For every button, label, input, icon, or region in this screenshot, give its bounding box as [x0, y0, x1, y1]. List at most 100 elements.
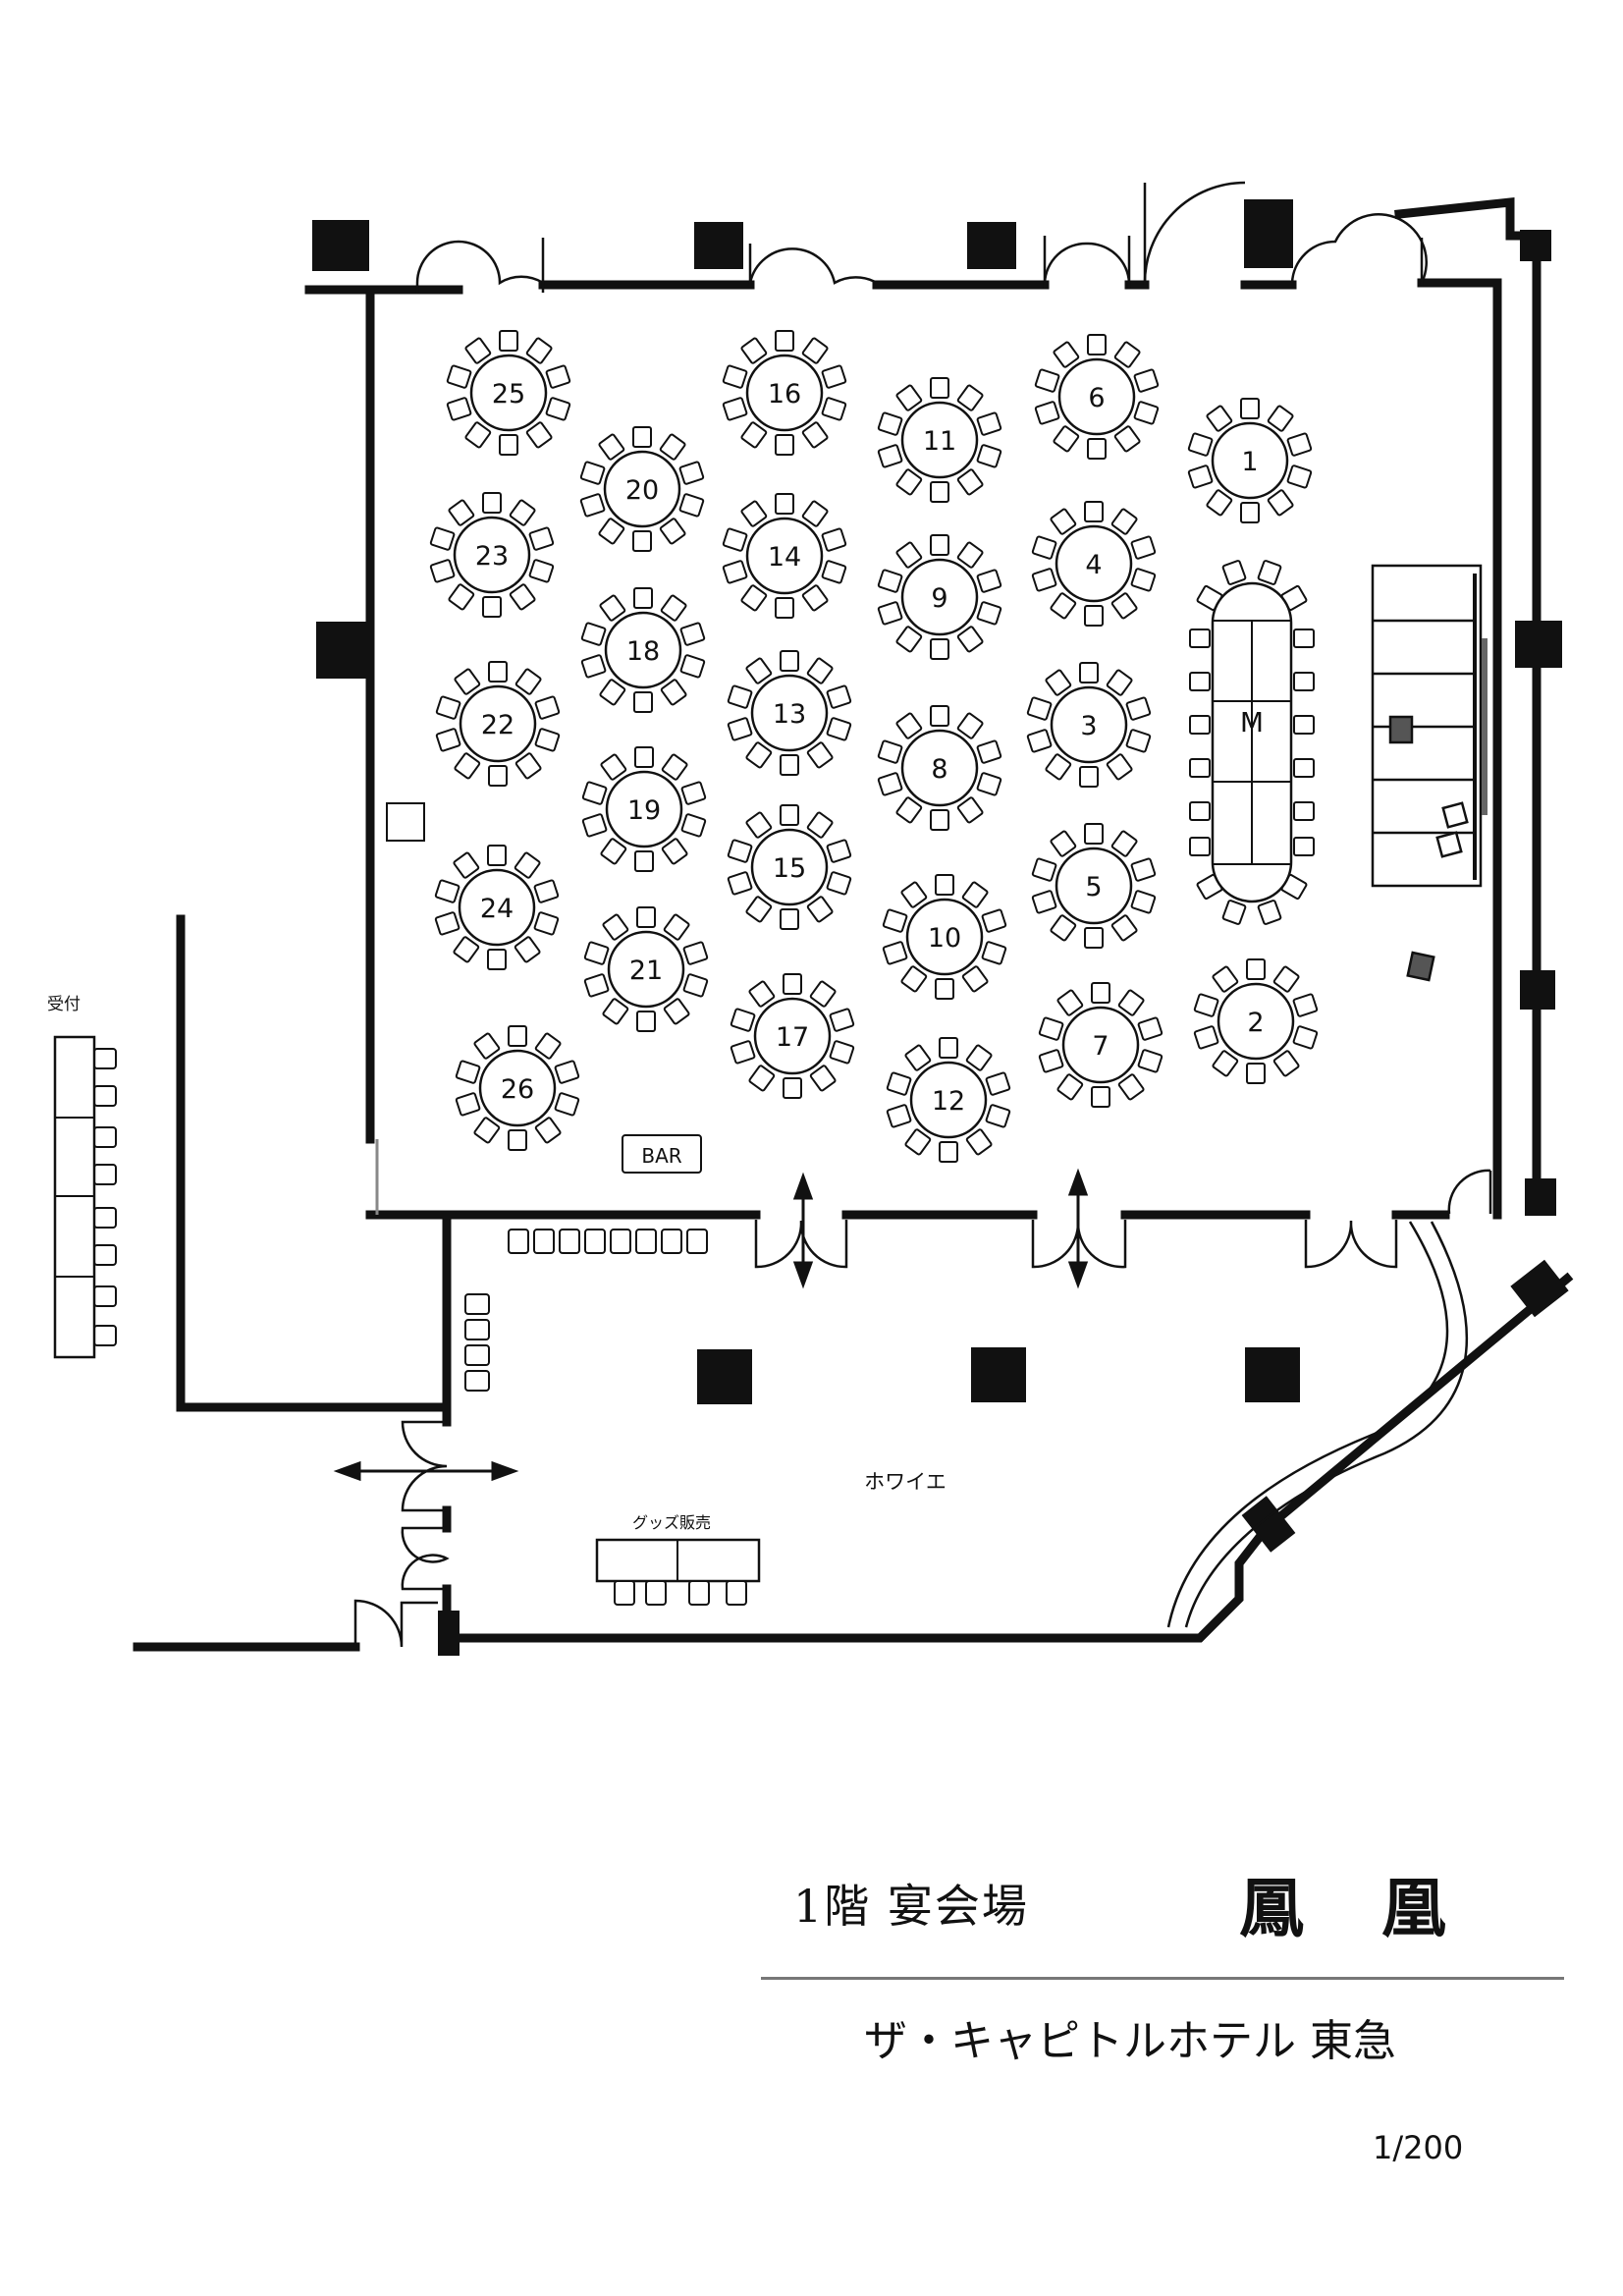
chair: [956, 712, 984, 739]
chair: [809, 980, 837, 1008]
chair: [1240, 502, 1260, 523]
chair: [579, 493, 606, 518]
chair: [581, 781, 608, 805]
chair: [821, 397, 847, 421]
round-table: 14: [722, 493, 847, 619]
chair: [1091, 982, 1110, 1004]
chair: [679, 654, 706, 679]
chair: [1133, 368, 1160, 393]
chair: [508, 1229, 529, 1254]
chair: [93, 1207, 117, 1229]
chair: [533, 1229, 555, 1254]
chair: [599, 679, 626, 706]
chair: [508, 1025, 527, 1047]
chair: [661, 753, 688, 781]
chair: [1292, 1025, 1319, 1050]
chair: [559, 1229, 580, 1254]
chair: [1137, 1049, 1163, 1073]
scale-label: 1/200: [1373, 2129, 1464, 2166]
chair: [545, 364, 571, 389]
chair: [935, 874, 954, 896]
chair: [1187, 432, 1214, 457]
chair: [780, 804, 799, 826]
chair: [659, 518, 686, 545]
round-table: 15: [727, 804, 852, 930]
head-table-label: M: [1240, 706, 1264, 738]
chair: [806, 896, 834, 923]
chair: [1038, 1049, 1064, 1073]
chair: [514, 752, 542, 780]
round-table: 10: [882, 874, 1007, 1000]
chair: [1212, 1050, 1239, 1077]
chair: [745, 896, 773, 923]
chair: [801, 421, 829, 449]
chair: [599, 594, 626, 622]
chair: [877, 739, 903, 764]
chair: [584, 1229, 606, 1254]
chair: [748, 1065, 776, 1092]
chair: [633, 587, 653, 609]
chair: [1117, 1073, 1145, 1101]
chair: [1267, 489, 1294, 517]
chair: [740, 421, 768, 449]
table-number: 19: [627, 795, 661, 826]
round-table: 11: [877, 377, 1002, 503]
chair: [1130, 568, 1157, 592]
round-table: 16: [722, 330, 847, 456]
chair: [1034, 368, 1060, 393]
chair: [1293, 801, 1315, 821]
chair: [981, 941, 1007, 965]
chair: [1189, 629, 1211, 648]
chair: [464, 1293, 490, 1315]
chair: [614, 1580, 635, 1606]
chair: [635, 1229, 657, 1254]
table-number: 21: [629, 956, 663, 986]
chair: [514, 936, 541, 963]
chair: [583, 973, 610, 998]
chair: [579, 461, 606, 485]
chair: [956, 468, 984, 496]
chair: [1240, 398, 1260, 419]
chair: [533, 911, 560, 936]
table-top: [1061, 1006, 1140, 1084]
chair: [1187, 465, 1214, 489]
chair: [448, 583, 475, 611]
chair: [985, 1104, 1011, 1128]
chair: [682, 941, 709, 965]
table-number: 11: [923, 426, 956, 457]
table-number: 14: [768, 542, 801, 573]
table-top: [900, 729, 979, 807]
chair: [895, 796, 923, 824]
chair: [473, 1032, 501, 1060]
chair: [886, 1104, 912, 1128]
chair: [686, 1229, 708, 1254]
chair: [580, 654, 607, 679]
chair: [679, 622, 706, 646]
chair: [464, 1344, 490, 1366]
chair: [930, 481, 949, 503]
chair: [727, 839, 753, 863]
chair: [435, 695, 461, 720]
chair: [1189, 801, 1211, 821]
chair: [961, 965, 989, 993]
chair: [499, 434, 518, 456]
chair: [826, 839, 852, 863]
round-table: 13: [727, 650, 852, 776]
chair: [829, 1008, 855, 1032]
chair: [1106, 753, 1133, 781]
round-table: 6: [1034, 334, 1160, 460]
chair: [93, 1285, 117, 1307]
chair: [895, 626, 923, 653]
table-number: 16: [768, 379, 801, 410]
chair: [930, 705, 949, 727]
chair: [985, 1071, 1011, 1096]
chair: [534, 695, 561, 720]
chair: [1246, 958, 1266, 980]
chair: [727, 871, 753, 896]
table-top: [900, 401, 979, 479]
chair: [680, 813, 707, 838]
chair: [877, 601, 903, 626]
table-number: 17: [776, 1022, 809, 1053]
chair: [688, 1580, 710, 1606]
hotel-name: ザ・キャピトルホテル 東急: [864, 2016, 1396, 2066]
